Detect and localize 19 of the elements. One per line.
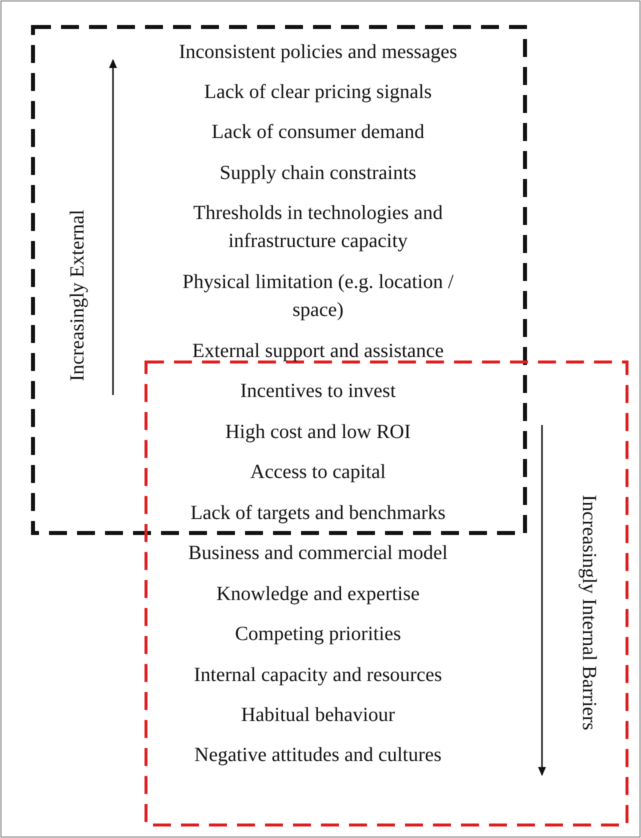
axis-label: Increasingly External [66,209,90,381]
barrier-label: Thresholds in technologies and infrastructure capacity [192,201,444,254]
barrier-label: Negative attitudes and cultures [193,743,443,768]
barrier-label: Business and commercial model [187,541,449,566]
barrier-label: Physical limitation (e.g. location / space) [181,270,455,323]
barrier-label: Internal capacity and resources [192,663,444,688]
barrier-label: Habitual behaviour [240,703,396,728]
barrier-label: Knowledge and expertise [215,582,421,607]
barrier-label: Supply chain constraints [218,161,418,186]
barrier-label: Lack of consumer demand [210,120,426,145]
barrier-label: Inconsistent policies and messages [178,40,458,65]
barrier-label: Access to capital [249,460,387,485]
barrier-label: High cost and low ROI [224,420,412,445]
barrier-label: Competing priorities [234,622,402,647]
axis-label: Increasingly Internal Barriers [576,494,600,730]
barrier-label: Lack of clear pricing signals [203,80,433,105]
barrier-label: Lack of targets and benchmarks [189,501,447,526]
barrier-label: External support and assistance [191,339,445,364]
barrier-label: Incentives to invest [239,379,397,404]
